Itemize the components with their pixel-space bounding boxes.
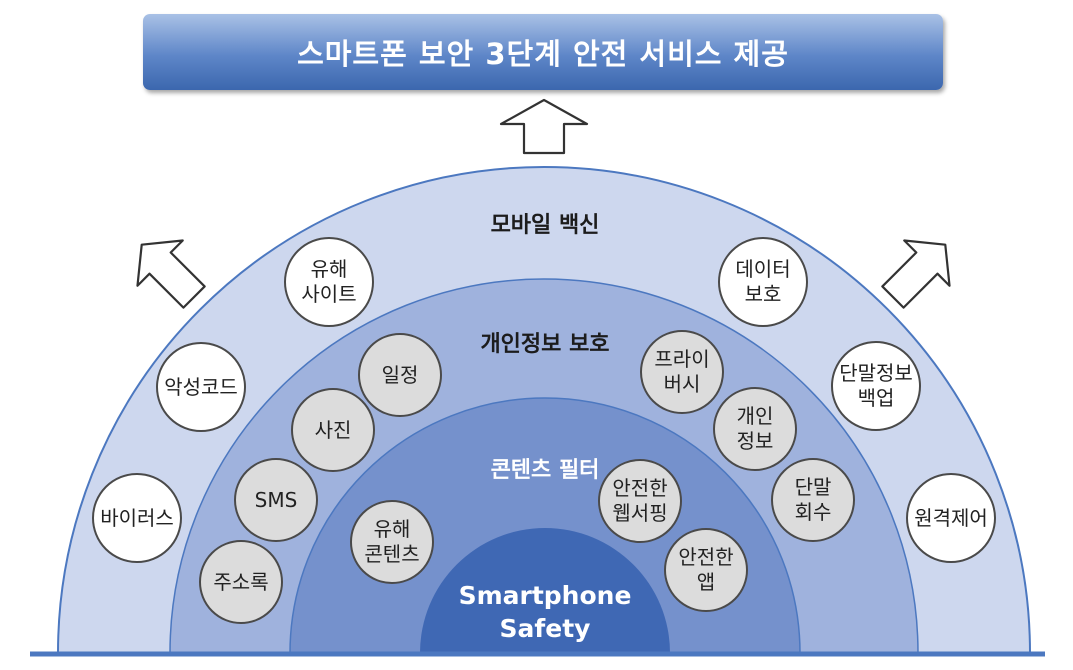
- item-device-backup: 단말정보 백업: [831, 341, 921, 431]
- up-left-arrow-icon: [136, 239, 206, 309]
- core-circle: [420, 528, 670, 653]
- middle-layer-label: 개인정보 보호: [480, 332, 610, 357]
- item-sms: SMS: [234, 458, 318, 542]
- item-safe-app: 안전한 앱: [664, 528, 748, 612]
- item-remote-control: 원격제어: [906, 473, 996, 563]
- item-data-protection: 데이터 보호: [718, 237, 808, 327]
- item-privacy: 프라이 버시: [640, 330, 724, 414]
- item-harmful-site: 유해 사이트: [284, 237, 374, 327]
- inner-layer-label: 콘텐츠 필터: [490, 458, 600, 483]
- outer-layer-label: 모바일 백신: [490, 213, 600, 238]
- title-banner: 스마트폰 보안 3단계 안전 서비스 제공: [143, 14, 943, 90]
- up-arrow-icon: [499, 98, 589, 155]
- core-label: Smartphone Safety: [458, 581, 632, 643]
- up-right-arrow-icon: [881, 239, 951, 309]
- item-personal-info: 개인 정보: [713, 387, 797, 471]
- item-virus: 바이러스: [92, 473, 182, 563]
- title: 스마트폰 보안 3단계 안전 서비스 제공: [297, 37, 789, 71]
- item-device-recovery: 단말 회수: [771, 458, 855, 542]
- item-photo: 사진: [291, 388, 375, 472]
- item-harmful-content: 유해 콘텐츠: [350, 500, 434, 584]
- item-safe-browsing: 안전한 웹서핑: [598, 459, 682, 543]
- item-malicious-code: 악성코드: [156, 342, 246, 432]
- item-address-book: 주소록: [199, 540, 283, 624]
- item-schedule: 일정: [358, 333, 442, 417]
